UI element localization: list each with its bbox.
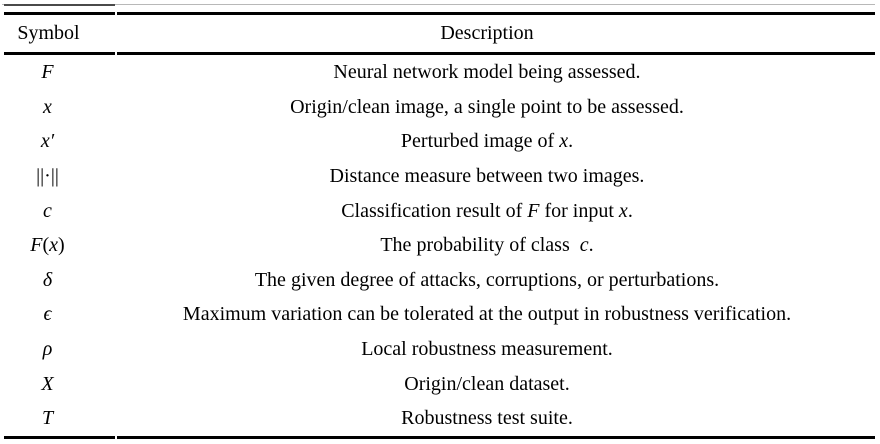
math-italic-text: x <box>618 199 628 222</box>
math-italic-text: x <box>559 130 569 153</box>
plain-text: for input <box>539 199 619 222</box>
description-cell: Origin/clean image, a single point to be… <box>117 90 875 125</box>
math-italic-text: F <box>41 61 54 84</box>
table-header: Symbol Description <box>4 12 875 55</box>
table-row: X Origin/clean dataset. <box>4 366 875 401</box>
symbol-cell: δ <box>4 263 115 298</box>
math-italic-text: ϵ <box>43 303 52 326</box>
top-hairline-left-segment <box>4 4 115 6</box>
math-italic-text: T <box>41 407 54 430</box>
plain-text: Origin/clean image, a single point to be… <box>290 95 684 118</box>
plain-text: Robustness test suite. <box>401 407 573 430</box>
plain-text: Origin/clean dataset. <box>404 372 570 395</box>
description-cell: Robustness test suite. <box>117 401 875 439</box>
symbol-cell: ρ <box>4 332 115 367</box>
description-cell: Distance measure between two images. <box>117 159 875 194</box>
symbol-cell: x <box>4 90 115 125</box>
description-cell: The probability of class c. <box>117 228 875 263</box>
math-italic-text: c <box>579 234 589 257</box>
symbol-cell: T <box>4 401 115 439</box>
symbol-cell: ϵ <box>4 297 115 332</box>
plain-text: Distance measure between two images. <box>329 165 645 188</box>
math-italic-text: F <box>527 199 540 222</box>
plain-text: Local robustness measurement. <box>361 338 613 361</box>
table-row: x′ Perturbed image of x. <box>4 124 875 159</box>
plain-text: The probability of class <box>380 234 580 257</box>
description-cell: Local robustness measurement. <box>117 332 875 367</box>
column-header-symbol: Symbol <box>4 12 115 55</box>
symbol-cell: ||·|| <box>4 159 115 194</box>
table-row: ϵ Maximum variation can be tolerated at t… <box>4 297 875 332</box>
plain-text: The given degree of attacks, corruptions… <box>254 268 720 291</box>
table-row: F Neural network model being assessed. <box>4 55 875 90</box>
plain-text: Neural network model being assessed. <box>333 61 641 84</box>
math-italic-text: x′ <box>40 130 55 153</box>
plain-text: . <box>627 199 633 222</box>
top-hairline <box>2 4 875 5</box>
symbol-cell: x′ <box>4 124 115 159</box>
description-cell: Origin/clean dataset. <box>117 366 875 401</box>
symbol-cell: F(x) <box>4 228 115 263</box>
plain-text: . <box>568 130 574 153</box>
table-row: x Origin/clean image, a single point to b… <box>4 90 875 125</box>
plain-text: ) <box>58 234 65 257</box>
symbol-cell: X <box>4 366 115 401</box>
plain-text: ||·|| <box>36 165 59 188</box>
description-cell: Classification result of F for input x. <box>117 193 875 228</box>
description-cell: Neural network model being assessed. <box>117 55 875 90</box>
math-italic-text: ρ <box>42 338 53 361</box>
math-italic-text: x <box>49 234 59 257</box>
math-italic-text: x <box>43 95 52 118</box>
math-italic-text: δ <box>42 268 53 291</box>
symbol-cell: c <box>4 193 115 228</box>
table-row: δ The given degree of attacks, corruption… <box>4 263 875 298</box>
column-header-description: Description <box>117 12 875 55</box>
math-italic-text: X <box>41 372 54 395</box>
plain-text: Classification result of <box>341 199 528 222</box>
description-cell: The given degree of attacks, corruptions… <box>117 263 875 298</box>
header-row: Symbol Description <box>4 12 875 55</box>
table-row: F(x)The probability of class c. <box>4 228 875 263</box>
symbol-cell: F <box>4 55 115 90</box>
math-italic-text: c <box>43 199 52 222</box>
plain-text: . <box>588 234 594 257</box>
symbol-description-table: Symbol Description F Neural network model… <box>2 12 877 439</box>
table-row: ||·|| Distance measure between two images… <box>4 159 875 194</box>
plain-text: ( <box>42 234 50 257</box>
description-cell: Maximum variation can be tolerated at th… <box>117 297 875 332</box>
plain-text: Maximum variation can be tolerated at th… <box>182 303 792 326</box>
math-italic-text: F <box>30 234 43 257</box>
table-row: T Robustness test suite. <box>4 401 875 439</box>
table-row: ρ Local robustness measurement. <box>4 332 875 367</box>
table-row: c Classification result of F for input x. <box>4 193 875 228</box>
plain-text: Perturbed image of <box>400 130 560 153</box>
description-cell: Perturbed image of x. <box>117 124 875 159</box>
